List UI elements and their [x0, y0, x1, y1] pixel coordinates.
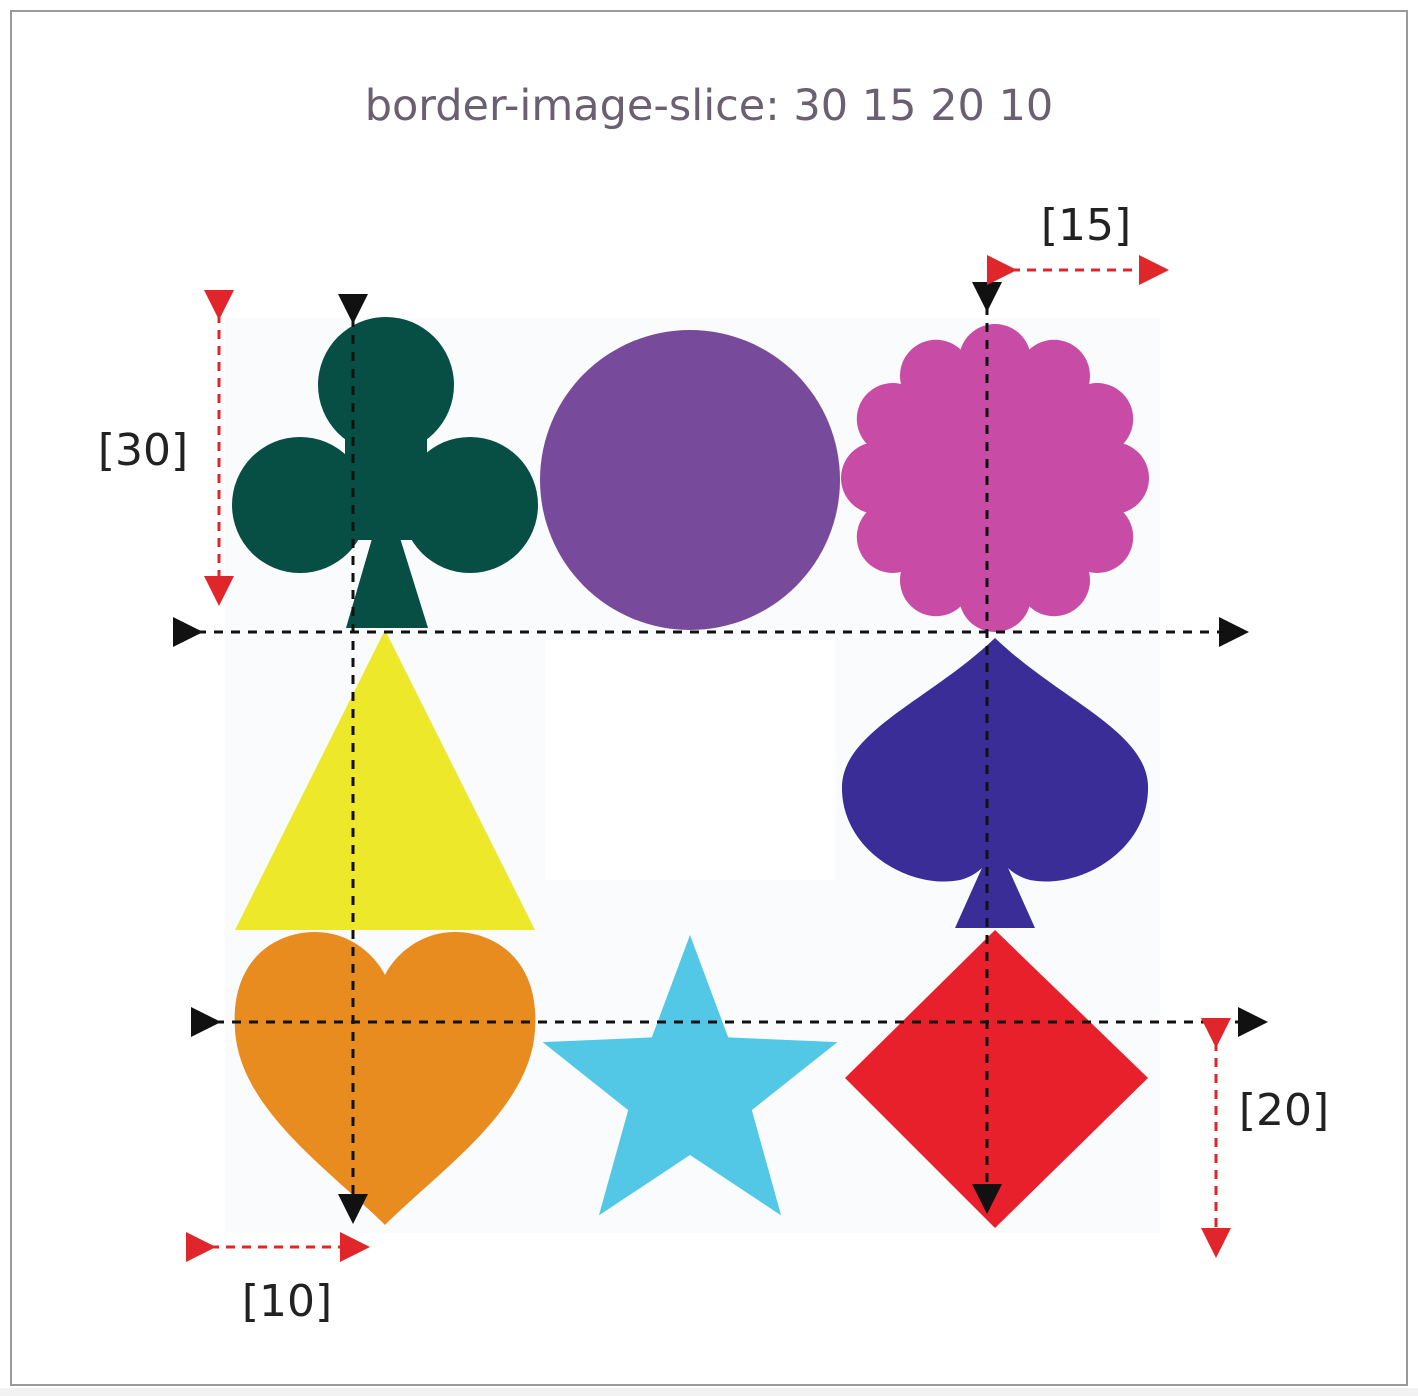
label-slice-top: [30]	[98, 425, 188, 476]
flower-petal	[900, 339, 972, 412]
page-bottom-rule	[0, 1388, 1418, 1396]
label-slice-left: [10]	[242, 1276, 332, 1327]
triangle-shape	[235, 630, 535, 930]
flower-petal	[856, 501, 929, 573]
star-shape	[542, 935, 838, 1216]
flower-petal	[1061, 383, 1134, 455]
flower-petal	[1018, 544, 1090, 617]
source-image-center	[545, 640, 835, 880]
flower-petal	[841, 442, 913, 514]
diagram-title: border-image-slice: 30 15 20 10	[365, 81, 1054, 131]
heart-shape	[234, 932, 536, 1225]
flower-petal	[1077, 442, 1149, 514]
circle-shape	[540, 330, 840, 630]
label-slice-bottom: [20]	[1239, 1085, 1329, 1136]
label-slice-right: [15]	[1041, 200, 1131, 251]
